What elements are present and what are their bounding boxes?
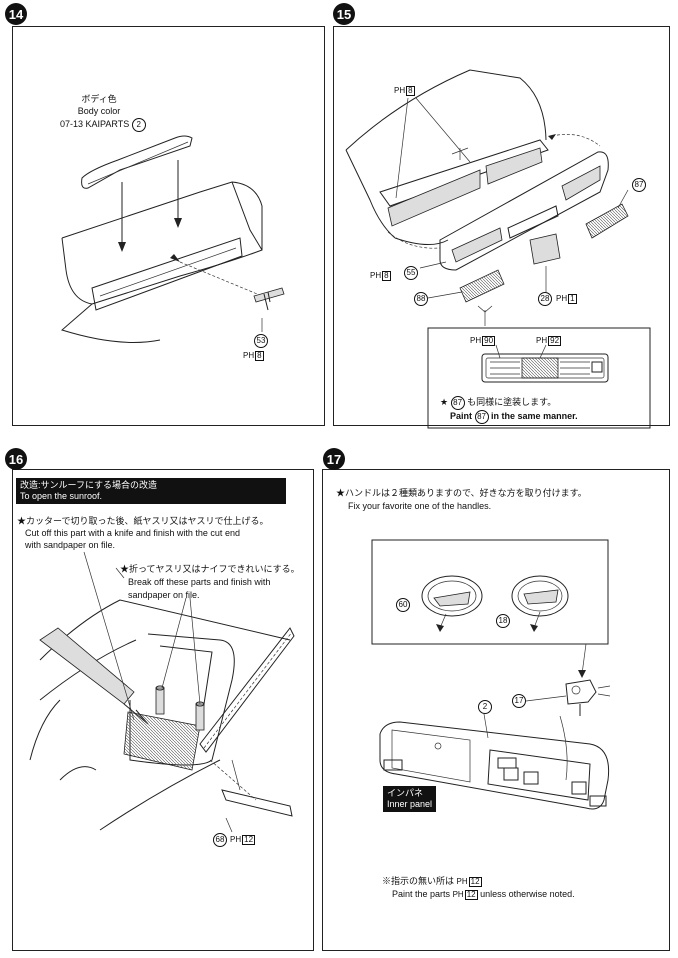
footnote-en-pre: Paint the parts — [392, 889, 451, 899]
step-17-panel — [322, 469, 670, 951]
part-number-87-ref: 87 — [450, 396, 465, 410]
step14-kaiparts-label: 07-13 KAIPARTS 2 — [60, 118, 146, 132]
paint-prefix: PH — [243, 351, 255, 360]
step15-note-en-pre: Paint — [450, 411, 473, 421]
step14-body-color-en: Body color — [77, 106, 121, 116]
part-number-17: 17 — [512, 694, 526, 708]
part-number-87: 87 — [632, 178, 646, 192]
part-number-2: 2 — [131, 118, 146, 132]
paint-code-box: 8 — [255, 351, 264, 361]
paint-code-box: 12 — [464, 890, 478, 900]
step16-note1-en-1: Cut off this part with a knife and finis… — [25, 528, 240, 538]
paint-prefix: PH — [230, 835, 242, 844]
step16-banner-jp: 改造:サンルーフにする場合の改造 — [20, 480, 158, 490]
paint-code-box: 8 — [382, 271, 391, 281]
inner-panel-jp: インパネ — [387, 788, 424, 798]
step16-note2-en-1: Break off these parts and finish with — [128, 577, 271, 587]
part-number-18: 18 — [496, 614, 510, 628]
step17-note-jp: ★ハンドルは２種類ありますので、好きな方を取り付けます。 — [336, 488, 587, 498]
part-number-68: 68 — [213, 833, 227, 847]
paint-code-box: 1 — [568, 294, 577, 304]
step-14-panel — [12, 26, 325, 426]
step-17-number: 17 — [323, 448, 345, 470]
footnote-en-post: unless otherwise noted. — [480, 889, 575, 899]
paint-code-box: 90 — [482, 336, 496, 346]
paint-prefix: PH — [470, 336, 482, 345]
step16-note1-en-2: with sandpaper on file. — [25, 540, 116, 550]
paint-code-box: 8 — [406, 86, 415, 96]
paint-prefix: PH — [452, 890, 464, 899]
paint-prefix: PH — [456, 877, 468, 886]
part-number-2-panel: 2 — [478, 700, 492, 714]
footnote-jp-text: ※指示の無い所は — [382, 876, 455, 886]
step14-kaiparts-text: 07-13 KAIPARTS — [60, 119, 130, 129]
paint-prefix: PH — [394, 86, 406, 95]
step16-note2-jp: ★折ってヤスリ又はナイフできれいにする。 — [120, 564, 300, 574]
step17-note-en: Fix your favorite one of the handles. — [348, 501, 492, 511]
step16-banner: 改造:サンルーフにする場合の改造 To open the sunroof. — [16, 478, 286, 504]
paint-code-box: 12 — [242, 835, 256, 845]
step16-banner-en: To open the sunroof. — [20, 491, 103, 501]
step16-note2-en-2: sandpaper on file. — [128, 590, 200, 600]
inner-panel-label: インパネ Inner panel — [383, 786, 437, 812]
inner-panel-en: Inner panel — [387, 799, 433, 809]
step-15-panel — [333, 26, 670, 426]
paint-prefix: PH — [536, 336, 548, 345]
part-number-88: 88 — [414, 292, 428, 306]
paint-code-box: 92 — [548, 336, 562, 346]
step15-note-jp-text: も同様に塗装します。 — [467, 397, 557, 407]
part-number-55: 55 — [404, 266, 418, 280]
step-14-number: 14 — [5, 3, 27, 25]
step15-note-en: Paint 87 in the same manner. — [450, 410, 578, 424]
paint-code-box: 12 — [468, 877, 482, 887]
step16-note1-jp: ★カッターで切り取った後、紙ヤスリ又はヤスリで仕上げる。 — [17, 516, 269, 526]
step-16-number: 16 — [5, 448, 27, 470]
paint-prefix: PH — [370, 271, 382, 280]
part-number-87-ref2: 87 — [474, 410, 489, 424]
step15-note-jp: ★ 87 も同様に塗装します。 — [440, 396, 556, 410]
part-number-28: 28 — [538, 292, 552, 306]
part-number-53: 53 — [254, 334, 268, 348]
step15-note-en-post: in the same manner. — [491, 411, 578, 421]
step14-body-color-jp: ボディ色 — [81, 94, 117, 104]
step-15-number: 15 — [333, 3, 355, 25]
paint-prefix: PH — [556, 294, 568, 303]
part-number-60: 60 — [396, 598, 410, 612]
